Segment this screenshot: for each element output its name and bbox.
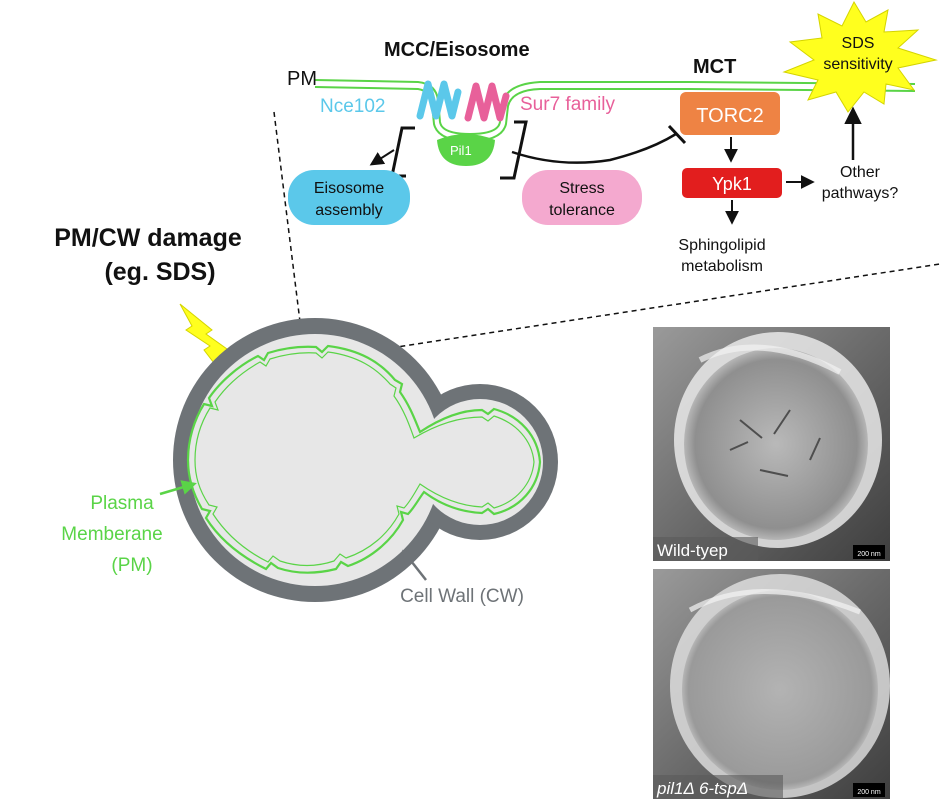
- sds-sensitivity-label-2: sensitivity: [823, 56, 892, 73]
- wild-type-label: Wild-tyep: [657, 541, 728, 560]
- plasma-membrane-label-3: (PM): [111, 555, 152, 576]
- ypk1-label: Ypk1: [712, 174, 752, 194]
- sds-sensitivity-starburst: [782, 0, 938, 113]
- zoom-line-right: [337, 263, 941, 357]
- cytoplasm-mother: [189, 334, 441, 586]
- eisosome-left-bracket: [390, 126, 415, 178]
- cytoplasm-neck: [395, 440, 475, 484]
- pm-label: PM: [287, 68, 317, 90]
- cell-wall-label: Cell Wall (CW): [400, 586, 524, 607]
- stress-tolerance-label-1: Stress: [559, 180, 604, 197]
- torc2-inhibition-line: [511, 132, 677, 164]
- nce102-label: Nce102: [320, 96, 386, 117]
- wild-type-scale-bar: 200 nm: [857, 551, 881, 558]
- damage-title-1: PM/CW damage: [54, 224, 242, 252]
- eisosome-right-bracket: [500, 120, 528, 180]
- nce102-protein-shape: [416, 80, 462, 120]
- sphingolipid-label-2: metabolism: [681, 258, 763, 275]
- yeast-cell: [173, 318, 558, 602]
- cell-wall-arrow: [402, 549, 427, 581]
- zoom-line-left: [273, 111, 305, 355]
- other-pathways-label-2: pathways?: [822, 185, 899, 202]
- plasma-membrane-label-1: Plasma: [90, 493, 154, 514]
- mutant-label: pil1Δ 6-tspΔ: [656, 779, 748, 798]
- mct-title: MCT: [693, 56, 736, 78]
- arrow-to-eisosome-assembly: [369, 149, 395, 166]
- mutant-scale-bar: 200 nm: [857, 789, 881, 796]
- stress-tolerance-box: [522, 170, 642, 225]
- micrograph-mutant: pil1Δ 6-tspΔ 200 nm: [653, 569, 890, 799]
- torc2-box: [680, 92, 780, 135]
- other-pathways-label-1: Other: [840, 164, 881, 181]
- sds-sensitivity-label-1: SDS: [842, 35, 875, 52]
- eisosome-assembly-box: [288, 170, 410, 225]
- plasma-membrane-cell-inner: [194, 351, 535, 567]
- eisosome-assembly-label-2: assembly: [315, 202, 383, 219]
- mcc-eisosome-title: MCC/Eisosome: [384, 39, 530, 61]
- pil1-shape: [437, 134, 495, 166]
- damage-title-2: (eg. SDS): [104, 258, 215, 286]
- plasma-membrane-label-2: Memberane: [61, 524, 162, 545]
- eisosome-assembly-label-1: Eisosome: [314, 180, 384, 197]
- ypk1-box: [682, 168, 782, 198]
- sur7-protein-shape: [464, 82, 510, 122]
- stress-tolerance-label-2: tolerance: [549, 202, 615, 219]
- micrograph-wild-type: Wild-tyep 200 nm: [653, 327, 890, 561]
- sur7-family-label: Sur7 family: [520, 94, 616, 115]
- torc2-label: TORC2: [696, 105, 763, 127]
- plasma-membrane-arrow: [159, 480, 197, 496]
- sphingolipid-label-1: Sphingolipid: [678, 237, 765, 254]
- torc2-inhibition-bar: [667, 124, 687, 145]
- pil1-label: Pil1: [450, 143, 472, 158]
- plasma-membrane-cell: [186, 344, 542, 574]
- cytoplasm-bud: [417, 399, 543, 525]
